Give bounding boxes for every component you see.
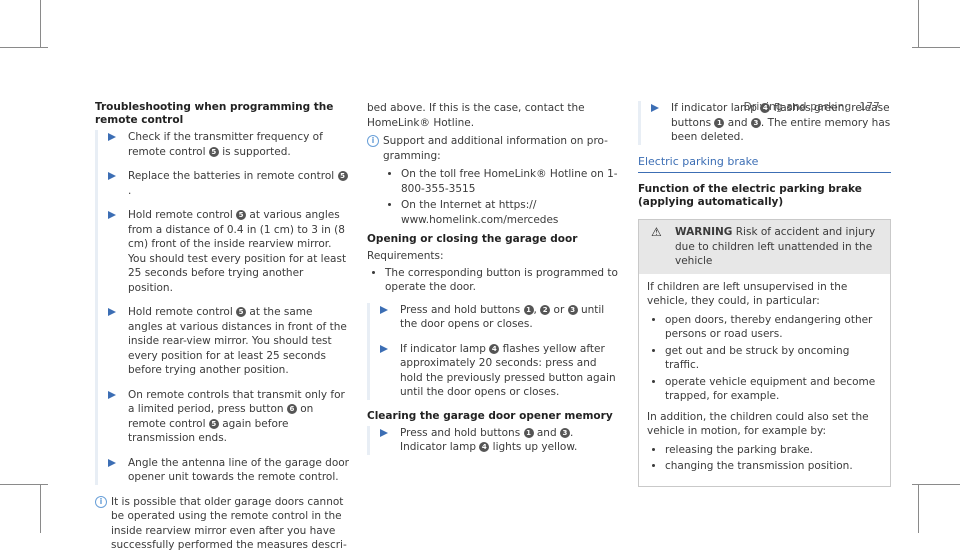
clear-memory-heading: Clearing the garage door opener memory [367, 409, 613, 422]
step-text: Check if the transmitter frequency of re… [128, 131, 323, 158]
step-text: If indicator lamp 4 flashes green: relea… [671, 102, 891, 143]
continued-text: bed above. If this is the case, contact … [367, 102, 585, 129]
troubleshooting-heading: Troubleshooting when programming the rem… [95, 101, 334, 126]
step-arrow-icon [108, 172, 116, 180]
callout-number: 3 [567, 304, 578, 315]
step-text: On remote controls that transmit only fo… [128, 388, 345, 445]
step-text: Press and hold buttons 1 and 3. Indicato… [400, 426, 578, 454]
step: Press and hold buttons 1 and 3. Indicato… [380, 426, 622, 455]
callout-number: 1 [523, 304, 534, 315]
step-arrow-icon [380, 344, 388, 353]
step: Check if the transmitter frequency of re… [108, 130, 350, 159]
step: Angle the antenna line of the garage doo… [108, 456, 350, 485]
requirements-label: Requirements: [367, 250, 444, 262]
warning-triangle-icon: ⚠ [651, 225, 662, 239]
crop-mark [918, 484, 919, 533]
list-item: changing the transmission position. [665, 459, 882, 474]
troubleshooting-steps: Check if the transmitter frequency of re… [95, 130, 350, 485]
list-item: On the Internet at https:// www.homelink… [401, 198, 622, 227]
warning-list: open doors, thereby endangering other pe… [647, 313, 882, 404]
step-text: If indicator lamp 4 flashes yellow after… [400, 342, 616, 399]
step-text: Replace the batteries in remote control … [128, 170, 348, 197]
callout-number: 5 [208, 146, 219, 157]
step-text: Hold remote control 5 at the same angles… [128, 306, 347, 376]
info-note: i It is possible that older garage doors… [95, 495, 350, 553]
function-heading: Function of the electric parking brake (… [638, 183, 862, 208]
crop-mark [0, 484, 48, 485]
step-arrow-icon [380, 305, 388, 314]
step-arrow-icon [108, 308, 116, 316]
column-3: If indicator lamp 4 flashes green: relea… [638, 101, 891, 487]
list-item: releasing the parking brake. [665, 443, 882, 458]
callout-number: 6 [286, 404, 297, 414]
warning-summary: Risk of accident and injury due to child… [675, 226, 876, 267]
warning-box: ⚠ WARNING Risk of accident and injury du… [638, 219, 891, 487]
crop-mark [918, 0, 919, 48]
section-name: Driving and parking [743, 101, 852, 113]
step-text: Hold remote control 5 at various angles … [128, 209, 347, 294]
warning-text: In addition, the children could also set… [647, 410, 869, 438]
support-list: On the toll free HomeLink® Hotline on 1-… [383, 167, 622, 227]
callout-number: 3 [750, 117, 761, 128]
info-icon: i [95, 495, 107, 508]
callout-number: 1 [714, 117, 725, 128]
crop-mark [0, 47, 48, 48]
column-1: Troubleshooting when programming the rem… [95, 101, 350, 557]
callout-number: 2 [540, 304, 551, 315]
step: If indicator lamp 4 flashes yellow after… [380, 342, 622, 400]
warning-text: If children are left unsupervised in the… [647, 280, 848, 308]
column-2: bed above. If this is the case, contact … [367, 101, 622, 465]
step-text: Press and hold buttons 1, 2 or 3 until t… [400, 303, 605, 331]
step-arrow-icon [380, 428, 388, 437]
crop-mark [40, 484, 41, 533]
clear-memory-steps-cont: If indicator lamp 4 flashes green: relea… [638, 101, 891, 145]
step-arrow-icon [651, 104, 659, 112]
warning-label: WARNING [675, 226, 733, 238]
step-arrow-icon [108, 133, 116, 141]
step: Hold remote control 5 at various angles … [108, 208, 350, 295]
open-close-steps: Press and hold buttons 1, 2 or 3 until t… [367, 302, 622, 400]
support-note-text: Support and additional information on pr… [383, 135, 608, 162]
step: If indicator lamp 4 flashes green: relea… [651, 101, 891, 145]
step-text: Angle the antenna line of the garage doo… [128, 456, 349, 484]
list-item: The corresponding button is programmed t… [385, 266, 622, 295]
callout-number: 5 [236, 210, 247, 220]
warning-body: If children are left unsupervised in the… [639, 274, 890, 486]
step-arrow-icon [108, 390, 116, 399]
list-item: open doors, thereby endangering other pe… [665, 313, 882, 342]
open-close-heading: Opening or closing the garage door [367, 233, 578, 245]
callout-number: 5 [236, 307, 247, 317]
running-header: Driving and parking 177 [744, 101, 880, 113]
step: On remote controls that transmit only fo… [108, 388, 350, 446]
callout-number: 5 [337, 171, 348, 181]
step: Hold remote control 5 at the same angles… [108, 305, 350, 378]
requirements-list: The corresponding button is programmed t… [367, 266, 622, 295]
crop-mark [40, 0, 41, 48]
crop-mark [912, 484, 960, 485]
step-arrow-icon [108, 211, 116, 219]
section-title: Electric parking brake [638, 155, 891, 173]
crop-mark [912, 47, 960, 48]
callout-number: 3 [559, 427, 570, 438]
callout-number: 5 [208, 418, 219, 429]
callout-number: 4 [760, 103, 771, 113]
step: Replace the batteries in remote control … [108, 169, 350, 198]
callout-number: 4 [489, 343, 500, 354]
page-number: 177 [859, 101, 880, 113]
info-icon: i [367, 135, 379, 147]
list-item: operate vehicle equipment and become tra… [665, 375, 882, 404]
step: Press and hold buttons 1, 2 or 3 until t… [380, 303, 622, 332]
warning-header: ⚠ WARNING Risk of accident and injury du… [639, 220, 890, 274]
info-note-text: It is possible that older garage doors c… [111, 495, 347, 552]
callout-number: 1 [523, 427, 534, 438]
warning-list: releasing the parking brake. changing th… [647, 443, 882, 474]
list-item: get out and be struck by oncoming traffi… [665, 344, 882, 373]
callout-number: 4 [479, 442, 490, 452]
step-arrow-icon [108, 458, 116, 467]
list-item: On the toll free HomeLink® Hotline on 1-… [401, 167, 622, 196]
support-note: i Support and additional information on … [367, 134, 622, 163]
clear-memory-steps: Press and hold buttons 1 and 3. Indicato… [367, 425, 622, 455]
